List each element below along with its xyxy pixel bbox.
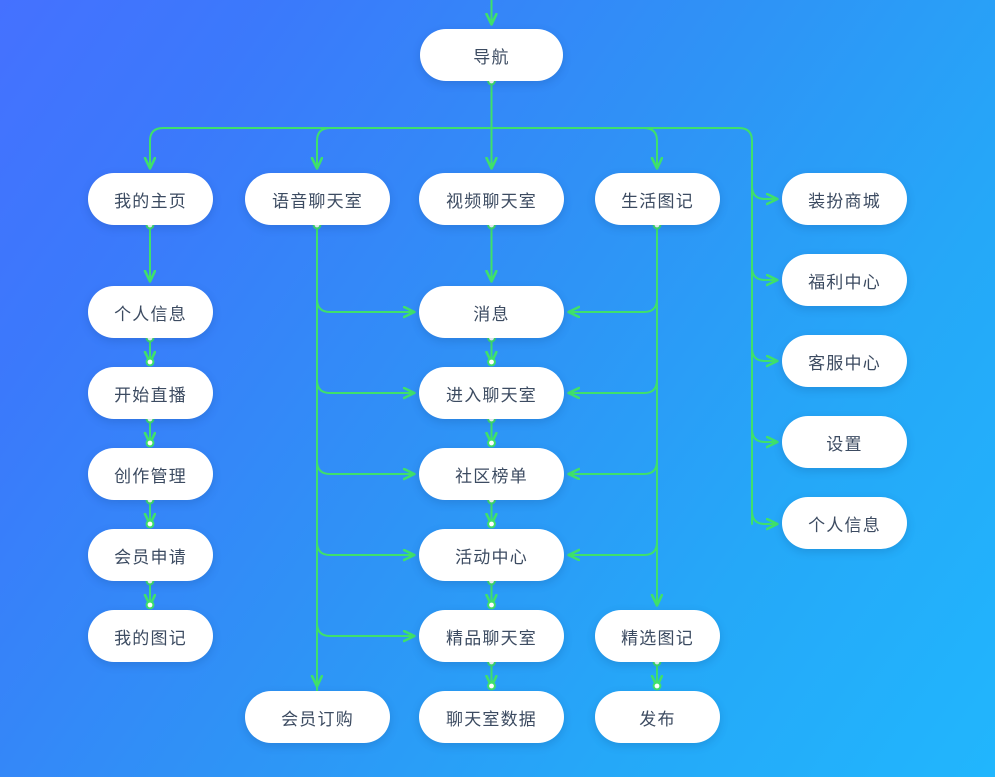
flow-node-creation[interactable]: 创作管理: [88, 448, 213, 500]
flow-node-message[interactable]: 消息: [419, 286, 564, 338]
flow-node-label: 我的主页: [114, 191, 187, 211]
flow-node-mall[interactable]: 装扮商城: [782, 173, 907, 225]
flow-node-label: 个人信息: [808, 515, 881, 535]
flow-node-lifenote[interactable]: 生活图记: [595, 173, 720, 225]
flow-node-label: 个人信息: [114, 304, 187, 324]
flow-node-label: 客服中心: [808, 353, 881, 373]
flow-node-label: 消息: [473, 304, 510, 324]
flow-node-label: 装扮商城: [808, 191, 881, 211]
flow-node-livestart[interactable]: 开始直播: [88, 367, 213, 419]
flow-node-label: 发布: [639, 709, 676, 729]
flow-node-featurednote[interactable]: 精选图记: [595, 610, 720, 662]
flow-node-label: 进入聊天室: [446, 385, 537, 405]
flow-node-label: 活动中心: [455, 547, 528, 567]
flow-node-profile2[interactable]: 个人信息: [782, 497, 907, 549]
flow-node-ranking[interactable]: 社区榜单: [419, 448, 564, 500]
flow-node-label: 创作管理: [114, 466, 187, 486]
flow-node-nav[interactable]: 导航: [420, 29, 563, 81]
flow-node-label: 生活图记: [621, 191, 694, 211]
flow-node-label: 会员申请: [114, 547, 187, 567]
flow-node-publish[interactable]: 发布: [595, 691, 720, 743]
flow-node-label: 聊天室数据: [446, 709, 537, 729]
flow-node-settings[interactable]: 设置: [782, 416, 907, 468]
flow-node-mynote[interactable]: 我的图记: [88, 610, 213, 662]
flow-node-label: 视频聊天室: [446, 191, 537, 211]
flow-node-label: 精选图记: [621, 628, 694, 648]
flow-node-label: 语音聊天室: [272, 191, 363, 211]
flow-node-service[interactable]: 客服中心: [782, 335, 907, 387]
flow-node-roomdata[interactable]: 聊天室数据: [419, 691, 564, 743]
flow-node-label: 设置: [826, 434, 863, 454]
flow-node-label: 导航: [473, 47, 510, 67]
flow-node-premiumroom[interactable]: 精品聊天室: [419, 610, 564, 662]
flow-node-profile1[interactable]: 个人信息: [88, 286, 213, 338]
flow-node-activity[interactable]: 活动中心: [419, 529, 564, 581]
flow-node-label: 福利中心: [808, 272, 881, 292]
flow-node-label: 精品聊天室: [446, 628, 537, 648]
flow-node-label: 开始直播: [114, 385, 187, 405]
flow-node-videoroom[interactable]: 视频聊天室: [419, 173, 564, 225]
flow-node-voiceroom[interactable]: 语音聊天室: [245, 173, 390, 225]
flow-node-membersub[interactable]: 会员订购: [245, 691, 390, 743]
flow-node-home[interactable]: 我的主页: [88, 173, 213, 225]
flow-node-label: 会员订购: [281, 709, 354, 729]
flow-node-enterroom[interactable]: 进入聊天室: [419, 367, 564, 419]
flow-node-welfare[interactable]: 福利中心: [782, 254, 907, 306]
flow-node-label: 社区榜单: [455, 466, 528, 486]
flow-node-label: 我的图记: [114, 628, 187, 648]
flow-node-memberapply[interactable]: 会员申请: [88, 529, 213, 581]
